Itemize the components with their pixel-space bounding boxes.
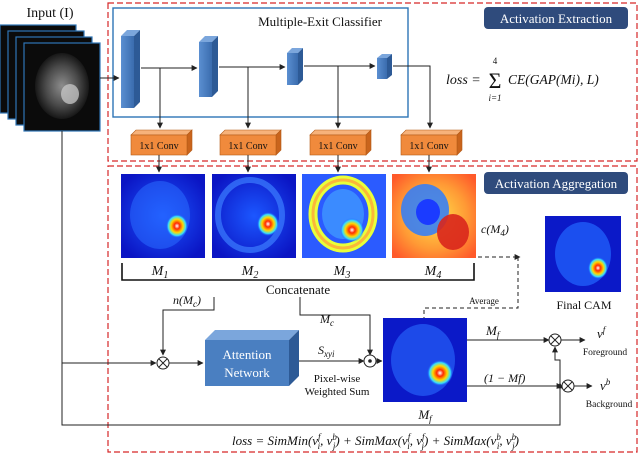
loss-equation-top: loss = 4 Σ i=1 CE(GAP(Mi), L) [446, 56, 599, 103]
loss-top-upper: 4 [493, 56, 498, 66]
multiply-node-foreground [548, 333, 562, 347]
activation-aggregation-tag [484, 172, 628, 194]
conv1x1-label-3: 1x1 Conv [318, 141, 357, 152]
v-f-label: vf [597, 325, 607, 341]
conv1x1-label-4: 1x1 Conv [409, 141, 448, 152]
mc-arrow [299, 297, 373, 356]
map-label-m3: M3 [333, 264, 351, 281]
activation-extraction-frame [107, 2, 638, 162]
dashed-average-line [423, 257, 519, 318]
map-label-m4: M4 [424, 264, 442, 281]
activation-aggregation-label: Activation Aggregation [495, 176, 618, 191]
conv1x1-box-2: 1x1 Conv [219, 129, 282, 156]
map-label-m2: M2 [241, 264, 259, 281]
activation-aggregation-frame [107, 165, 638, 453]
activation-map-m3 [302, 174, 386, 258]
mc-label: Mc [319, 312, 334, 328]
map-label-m1: M1 [151, 264, 169, 281]
c-m4-label: c(M4) [481, 222, 509, 238]
conv-block-3 [287, 48, 303, 85]
s-xyi-label: Sxyi [318, 343, 335, 359]
loss-top-prefix: loss = [446, 73, 481, 88]
attention-network-label-2: Network [224, 365, 270, 380]
concatenate-label: Concatenate [266, 282, 330, 297]
input-to-foreground-node [552, 346, 561, 383]
activation-extraction-label: Activation Extraction [500, 11, 613, 26]
loss-top-lower: i=1 [488, 93, 501, 103]
input-image-stack [0, 24, 101, 132]
concatenate-bracket [121, 263, 475, 281]
mf-map-image [383, 318, 467, 402]
background-label: Background [586, 400, 633, 410]
input-label: Input (I) [26, 6, 73, 21]
conv1x1-label-2: 1x1 Conv [228, 141, 267, 152]
conv1x1-box-1: 1x1 Conv [130, 129, 193, 156]
weighted-sum-label: Weighted Sum [305, 386, 370, 398]
conv-block-4 [377, 54, 392, 79]
conv-block-2 [199, 36, 218, 97]
v-b-label: vb [600, 377, 611, 393]
loss-top-sum: Σ [489, 68, 502, 93]
input-to-bottom-line [61, 131, 563, 426]
pixel-wise-label: Pixel-wise [314, 373, 361, 385]
attention-network-label: Attention [222, 347, 272, 362]
loss-top-body: CE(GAP(Mi), L) [508, 72, 599, 87]
activation-map-m1 [121, 174, 205, 258]
pixel-wise-dot-node [363, 354, 377, 368]
conv1x1-label-1: 1x1 Conv [139, 141, 178, 152]
conv1x1-box-4: 1x1 Conv [400, 129, 463, 156]
activation-map-m4 [392, 174, 476, 258]
nmc-arrow [160, 297, 215, 356]
multiply-node-background [561, 379, 575, 393]
svg-text:loss = SimMin(vfi, vbj) + SimM: loss = SimMin(vfi, vbj) + SimMax(vfi, vf… [232, 432, 519, 451]
mf-map-label: Mf [417, 407, 433, 424]
classifier-title: Multiple-Exit Classifier [258, 14, 383, 29]
final-cam-label: Final CAM [556, 298, 611, 312]
attention-network-block: Attention Network [205, 330, 299, 386]
n-mc-label: n(Mc) [173, 293, 201, 309]
average-label: Average [469, 296, 499, 306]
final-cam-image [545, 216, 621, 292]
exit-arrow-4 [393, 65, 433, 129]
conv1x1-box-3: 1x1 Conv [309, 129, 372, 156]
one-minus-mf-label: (1 − Mf) [484, 371, 525, 385]
multiple-exit-classifier-box [112, 7, 409, 118]
activation-extraction-tag [484, 7, 628, 29]
multiply-node-left [156, 356, 170, 370]
mf-branch-label: Mf [485, 323, 501, 340]
conv-block-1 [121, 30, 140, 108]
activation-map-m2 [212, 174, 296, 258]
foreground-label: Foreground [583, 348, 628, 358]
